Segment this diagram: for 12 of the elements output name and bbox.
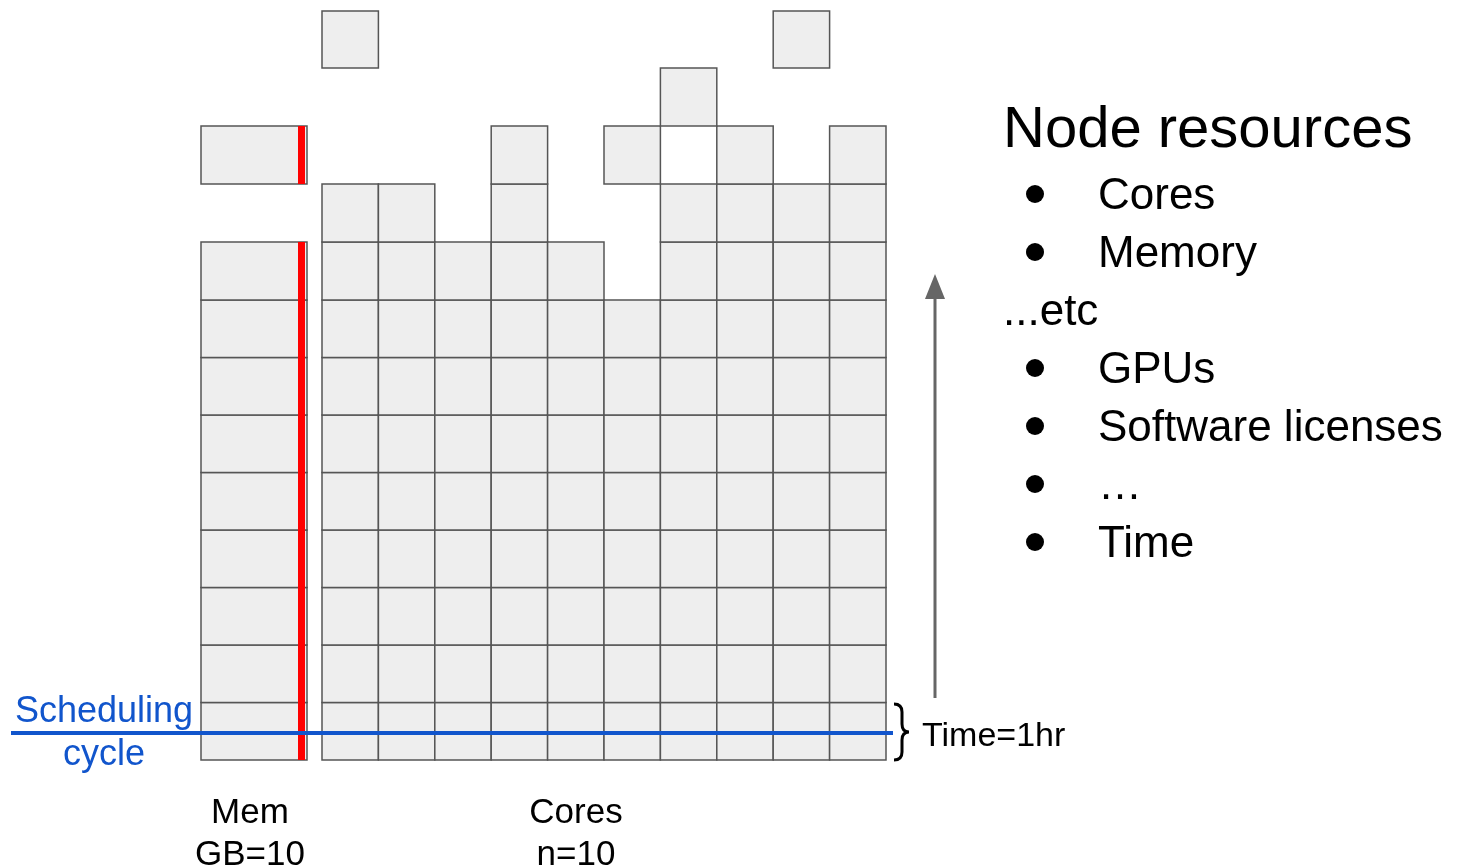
heading: Node resources [1003, 98, 1413, 156]
list-item: Memory [1098, 230, 1257, 274]
axis-label: Scheduling cycle [13, 688, 195, 775]
list-item: Cores [1098, 172, 1216, 216]
list-item: Software licenses [1098, 404, 1443, 448]
axis-label: Cores n=10 [528, 790, 624, 867]
axis-label: Mem GB=10 [194, 790, 306, 867]
interval-label: Time=1hr [922, 717, 1066, 751]
list-item: … [1098, 462, 1142, 506]
list-item: Time [1098, 520, 1195, 564]
list-item: ...etc [1003, 288, 1099, 332]
list-item: GPUs [1098, 346, 1216, 390]
